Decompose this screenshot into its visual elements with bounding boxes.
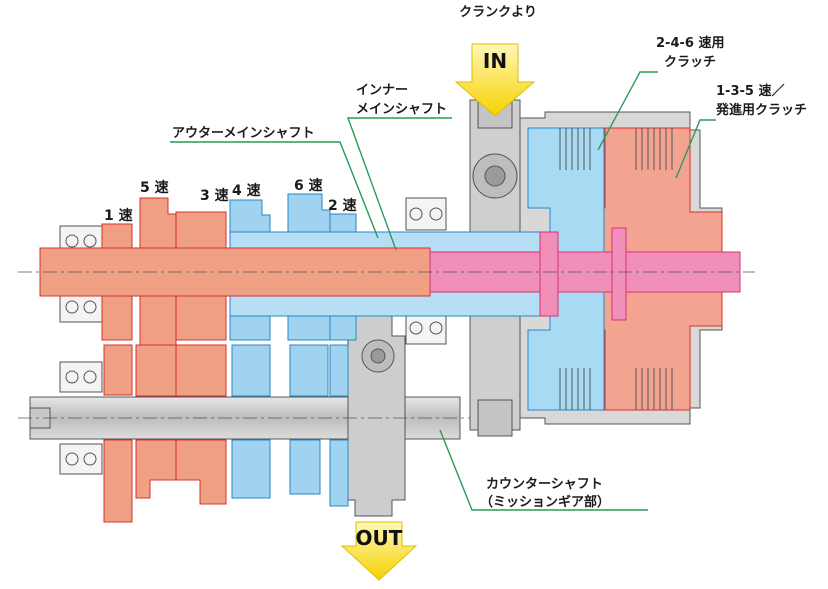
bearing-counter-lower (59, 443, 103, 475)
gear-2nd-counter (329, 344, 349, 507)
crank-label: クランクより (459, 5, 537, 20)
leader-inner-main (347, 117, 452, 251)
out-label: OUT (356, 526, 403, 550)
inner-mainshaft (39, 227, 741, 321)
bearing-counter-upper (59, 361, 103, 393)
gear-3rd-counter (175, 344, 227, 505)
primary-gear-bottom (477, 399, 513, 437)
speed-6-label: 6 速 (294, 177, 323, 194)
outer-main-label: アウターメインシャフト (172, 126, 314, 141)
bearing-lower-right (405, 311, 447, 345)
counter-label-line2: （ミッションギア部） (480, 494, 610, 510)
gear-1st-counter (103, 344, 133, 523)
in-arrow: IN (454, 43, 536, 117)
leader-outer-main (170, 141, 379, 239)
gear-4th-counter (231, 344, 271, 499)
inner-main-label-line2: メインシャフト (356, 102, 447, 117)
clutch-135-label-line2: 発進用クラッチ (715, 102, 807, 118)
inner-mainshaft-pink (429, 251, 741, 293)
clutch-plates (559, 128, 673, 410)
leader-lines (170, 71, 716, 511)
speed-1-label: 1 速 (104, 207, 133, 224)
speed-3-label: 3 速 (200, 187, 229, 204)
clutch-246-label-line2: クラッチ (664, 55, 716, 70)
leader-clutch-135 (675, 119, 716, 179)
plates-135-top (635, 128, 673, 170)
counter-label-line1: カウンターシャフト (486, 477, 603, 492)
centerlines (18, 271, 755, 419)
bearing-upper-right (405, 197, 447, 231)
bearing-left-lower (59, 291, 103, 323)
labels: クランクより 2-4-6 速用 クラッチ 1-3-5 速／ 発進用クラッチ イン… (104, 5, 807, 510)
gear-6th-counter (289, 344, 329, 495)
plates-135-bottom (635, 368, 673, 410)
speed-2-label: 2 速 (328, 197, 357, 214)
leader-clutch-246 (597, 71, 658, 151)
inner-mainshaft-body (39, 247, 431, 297)
in-label: IN (483, 49, 507, 73)
speed-5-label: 5 速 (140, 179, 169, 196)
speed-4-label: 4 速 (232, 182, 261, 199)
clutch-246-label-line1: 2-4-6 速用 (656, 35, 724, 51)
plates-246-bottom (559, 368, 591, 410)
clutch-135-label-line1: 1-3-5 速／ (716, 83, 784, 99)
leader-counter (439, 429, 648, 511)
inner-main-label-line1: インナー (356, 83, 408, 98)
plates-246-top (559, 128, 591, 170)
out-arrow: OUT (340, 521, 418, 581)
